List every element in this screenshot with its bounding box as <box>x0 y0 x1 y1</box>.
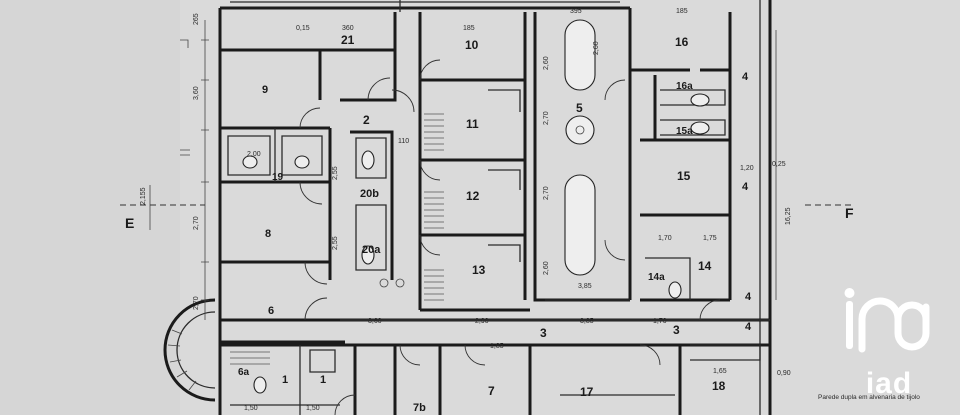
room-label-6: 6 <box>268 305 274 317</box>
room-label-1: 1 <box>320 374 326 386</box>
room-label-10: 10 <box>465 38 479 52</box>
bathtub-icon <box>564 174 596 276</box>
room-label-20b: 20b <box>360 188 379 200</box>
dimension-label: 1,70 <box>658 235 672 242</box>
toilet-icon <box>361 150 375 170</box>
section-marks: E F <box>125 205 854 231</box>
dimension-label: 1,70 <box>653 318 667 325</box>
room-label-12: 12 <box>466 189 480 203</box>
room-label-19: 19 <box>272 172 284 183</box>
room-label-8: 8 <box>265 228 271 240</box>
dimension-labels: 185 395 360 0,15 185 265 3,60 2,60 2,60 … <box>140 8 792 412</box>
room-label-7: 7 <box>488 384 495 398</box>
iad-logo-text: iad <box>865 367 913 400</box>
room-label-4: 4 <box>742 71 749 83</box>
room-label-1: 1 <box>282 374 288 386</box>
dimension-label: 2,55 <box>332 236 339 250</box>
dimension-label: 1,65 <box>713 368 727 375</box>
room-labels: 21 10 16 9 5 16a 2 11 15a 19 20b 12 15 8… <box>238 33 752 414</box>
dimension-label: 395 <box>570 8 582 15</box>
room-label-4: 4 <box>745 321 752 333</box>
room-label-3: 3 <box>673 323 680 337</box>
room-label-15: 15 <box>677 169 691 183</box>
toilet-icon <box>690 121 710 135</box>
room-label-5: 5 <box>576 101 583 115</box>
room-label-21: 21 <box>341 33 355 47</box>
dimension-label: 2,60 <box>543 261 550 275</box>
dimension-label: 1,50 <box>244 405 258 412</box>
room-label-17: 17 <box>580 385 594 399</box>
toilet-icon <box>253 376 267 394</box>
room-label-3: 3 <box>540 326 547 340</box>
dimension-label: 2,70 <box>193 216 200 230</box>
room-label-13: 13 <box>472 263 486 277</box>
dimension-label: 1,20 <box>740 165 754 172</box>
doors <box>299 59 721 415</box>
dimension-label: 2,60 <box>543 56 550 70</box>
dimension-label: 0,15 <box>296 25 310 32</box>
paper-left-shade <box>0 0 180 415</box>
dimension-label: 2,00 <box>247 151 261 158</box>
toilet-icon <box>668 281 682 299</box>
room-label-7b: 7b <box>413 402 426 414</box>
dimension-label: 3,85 <box>578 283 592 290</box>
dimension-label: 0,25 <box>772 161 786 168</box>
dimension-lines <box>120 20 855 321</box>
wall-note: Parede dupla em alvenaria de tijolo <box>818 394 920 401</box>
toilet-icon <box>242 155 258 169</box>
room-label-14: 14 <box>698 259 712 273</box>
dimension-label: 3,60 <box>368 318 382 325</box>
section-mark-e: E <box>125 215 134 231</box>
dimension-label: 3,85 <box>580 318 594 325</box>
room-label-11: 11 <box>466 117 479 131</box>
room-label-15a: 15a <box>676 126 693 137</box>
room-label-14a: 14a <box>648 272 665 283</box>
bathtub-icon <box>564 19 596 91</box>
dimension-label: 2,60 <box>593 41 600 55</box>
room-label-16: 16 <box>675 35 689 49</box>
room-label-4: 4 <box>742 181 749 193</box>
dimension-label: 1,75 <box>703 235 717 242</box>
dimension-label: 2,55 <box>332 166 339 180</box>
section-mark-f: F <box>845 205 854 221</box>
dimension-label: 3,60 <box>193 86 200 100</box>
dimension-label: 1,50 <box>306 405 320 412</box>
room-label-9: 9 <box>262 84 268 96</box>
dimension-label: 185 <box>463 25 475 32</box>
toilet-icon <box>361 245 375 265</box>
iad-watermark: iad <box>834 287 944 400</box>
dimension-label: 2,155 <box>140 187 147 205</box>
room-label-4: 4 <box>745 291 752 303</box>
room-label-6a: 6a <box>238 367 250 378</box>
room-label-2: 2 <box>363 113 370 127</box>
dimension-label: 2,90 <box>475 318 489 325</box>
dimension-label: 110 <box>398 138 409 145</box>
dimension-label: 2,70 <box>543 111 550 125</box>
room-label-16a: 16a <box>676 81 693 92</box>
toilet-icon <box>294 155 310 169</box>
dimension-label: 16,25 <box>785 207 792 225</box>
dimension-label: 265 <box>193 13 200 25</box>
room-label-18: 18 <box>712 379 726 393</box>
toilet-icon <box>690 93 710 107</box>
dimension-label: 0,90 <box>777 370 791 377</box>
dimension-label: 185 <box>676 8 688 15</box>
fixtures <box>242 19 710 394</box>
dimension-label: 2,70 <box>193 296 200 310</box>
walls <box>218 0 772 415</box>
curved-terrace <box>163 298 216 402</box>
dimension-label: 1,85 <box>490 343 504 350</box>
iad-logo-icon <box>844 288 930 353</box>
basin-icon <box>565 115 595 145</box>
room-label-20a: 20a <box>362 244 381 256</box>
dimension-label: 2,70 <box>543 186 550 200</box>
dimension-label: 360 <box>342 25 354 32</box>
